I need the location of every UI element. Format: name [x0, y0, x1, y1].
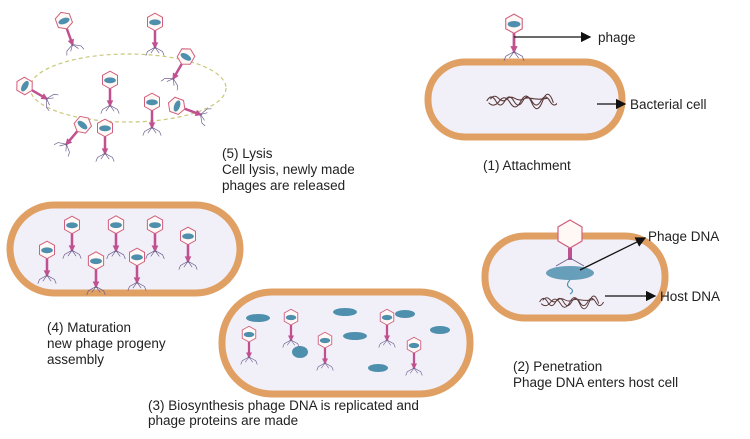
maturation-description-line1: new phage progeny: [47, 336, 166, 351]
host-dna-label: Host DNA: [660, 289, 721, 304]
released-phage: [145, 12, 165, 56]
phage-dna-copy: [292, 346, 308, 358]
maturation-caption: (4) Maturation: [47, 320, 132, 335]
maturation-stage: [6, 201, 244, 297]
released-phage: [11, 73, 59, 112]
lysis-description-line2: phages are released: [222, 178, 346, 193]
released-phage: [53, 111, 96, 157]
phage-dna-copy: [430, 326, 450, 334]
biosynthesis-stage: [218, 288, 474, 398]
attachment-caption: (1) Attachment: [483, 158, 571, 173]
maturation-description-line2: assembly: [47, 352, 105, 367]
released-phage: [164, 93, 213, 127]
penetration-description: Phage DNA enters host cell: [513, 375, 679, 390]
phage-dna-copy: [395, 310, 415, 318]
released-phage: [51, 8, 85, 57]
released-phage: [95, 118, 115, 162]
phage-dna-copy: [246, 314, 270, 322]
phage-dna-copy: [333, 308, 357, 316]
biosynthesis-caption-line2: phage proteins are made: [148, 413, 299, 428]
phage-dna-label: Phage DNA: [648, 229, 720, 244]
released-phage: [142, 92, 162, 136]
bacterial-cell-label: Bacterial cell: [630, 97, 707, 112]
bacterial-cell: [218, 288, 474, 398]
injected-phage-dna: [546, 266, 594, 280]
attachment-stage: [424, 13, 627, 141]
biosynthesis-caption-line1: (3) Biosynthesis phage DNA is replicated…: [148, 398, 419, 413]
bacterial-cell: [424, 58, 626, 141]
phage-label: phage: [598, 30, 636, 45]
lysis-description-line1: Cell lysis, newly made: [222, 162, 355, 177]
released-phage: [160, 43, 199, 91]
lysis-caption: (5) Lysis: [222, 146, 273, 161]
penetration-caption: (2) Penetration: [513, 359, 603, 374]
released-phage: [100, 70, 120, 114]
penetration-stage: [481, 219, 669, 322]
phage-dna-copy: [368, 364, 388, 372]
lysis-stage: [11, 8, 227, 162]
phage-dna-copy: [343, 332, 367, 340]
